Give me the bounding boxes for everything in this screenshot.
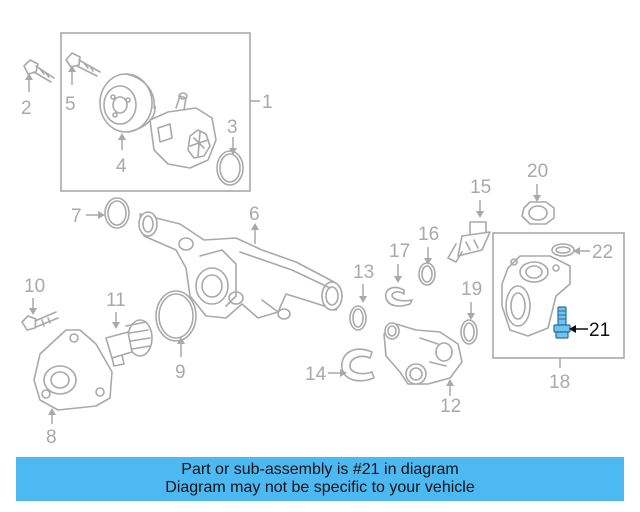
callout-8[interactable]: 8 bbox=[46, 427, 57, 448]
callout-11[interactable]: 11 bbox=[106, 290, 126, 311]
callout-20[interactable]: 20 bbox=[527, 161, 548, 182]
callout-10[interactable]: 10 bbox=[24, 276, 45, 297]
part-12-coolant-flange[interactable] bbox=[383, 322, 463, 385]
callout-16[interactable]: 16 bbox=[418, 224, 439, 245]
part-20-gasket[interactable] bbox=[521, 201, 555, 225]
part-14-clip[interactable] bbox=[341, 348, 375, 382]
callout-19[interactable]: 19 bbox=[461, 279, 482, 300]
callout-17[interactable]: 17 bbox=[389, 241, 410, 262]
banner-line-1: Part or sub-assembly is #21 in diagram bbox=[181, 461, 459, 478]
part-15-sensor[interactable] bbox=[447, 221, 491, 263]
part-2-bolt[interactable] bbox=[23, 59, 55, 83]
callout-18[interactable]: 18 bbox=[549, 372, 570, 393]
part-6-thermostat-housing[interactable] bbox=[138, 211, 343, 320]
callout-4[interactable]: 4 bbox=[116, 156, 127, 177]
part-16-oring[interactable] bbox=[418, 262, 436, 286]
callout-6[interactable]: 6 bbox=[249, 204, 260, 225]
part-11-thermostat[interactable] bbox=[105, 319, 153, 367]
callout-21[interactable]: 21 bbox=[589, 320, 610, 341]
part-13-oring[interactable] bbox=[349, 305, 367, 331]
callout-7[interactable]: 7 bbox=[71, 206, 82, 227]
callout-1[interactable]: 1 bbox=[262, 92, 273, 113]
callout-13[interactable]: 13 bbox=[353, 262, 374, 283]
callout-5[interactable]: 5 bbox=[65, 94, 76, 115]
part-8-bracket[interactable] bbox=[33, 329, 113, 411]
info-banner: Part or sub-assembly is #21 in diagram D… bbox=[16, 457, 624, 501]
callout-14[interactable]: 14 bbox=[305, 364, 327, 385]
callout-22[interactable]: 22 bbox=[592, 242, 613, 263]
banner-line-2: Diagram may not be specific to your vehi… bbox=[165, 479, 475, 496]
part-7-oring[interactable] bbox=[104, 197, 130, 229]
callout-2[interactable]: 2 bbox=[21, 98, 32, 119]
callout-9[interactable]: 9 bbox=[175, 362, 186, 383]
part-21-bolt[interactable] bbox=[553, 306, 571, 339]
part-10-bolt[interactable] bbox=[21, 311, 59, 331]
part-18-flange-housing[interactable] bbox=[501, 255, 571, 337]
callout-15[interactable]: 15 bbox=[470, 177, 491, 198]
assembly-box-1 bbox=[60, 32, 251, 192]
part-22-seal[interactable] bbox=[551, 243, 575, 257]
part-17-clip[interactable] bbox=[384, 286, 413, 307]
part-4-pulley[interactable] bbox=[99, 73, 156, 133]
part-5-bolt[interactable] bbox=[65, 52, 101, 77]
parts-diagram: 1 2 5 4 3 7 bbox=[21, 32, 625, 448]
assembly-box-18 bbox=[492, 232, 625, 359]
part-19-oring[interactable] bbox=[460, 319, 478, 345]
part-3-oring[interactable] bbox=[216, 150, 244, 186]
callout-12[interactable]: 12 bbox=[440, 396, 461, 417]
water-pump-body[interactable] bbox=[149, 92, 217, 169]
callout-3[interactable]: 3 bbox=[227, 117, 238, 138]
part-9-oring[interactable] bbox=[155, 290, 197, 342]
